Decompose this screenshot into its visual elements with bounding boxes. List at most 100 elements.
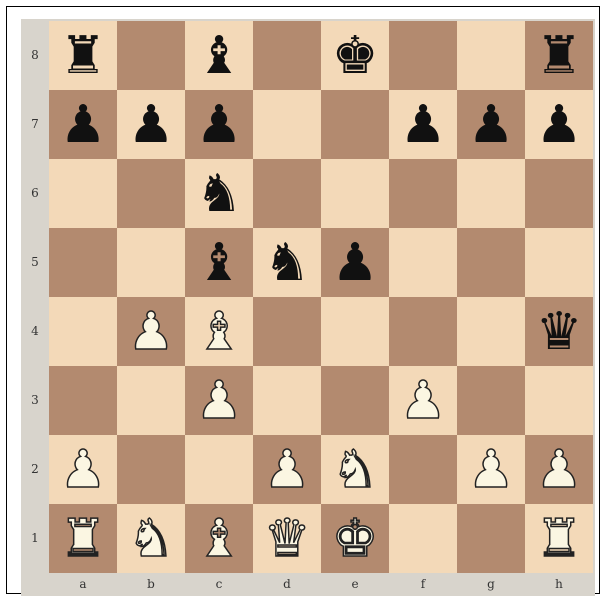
square-h5[interactable] — [525, 228, 593, 297]
square-e4[interactable] — [321, 297, 389, 366]
square-c3[interactable]: ♟ — [185, 366, 253, 435]
white-bishop-icon[interactable]: ♝ — [196, 306, 243, 358]
black-queen-icon[interactable]: ♛ — [536, 306, 583, 358]
black-rook-icon[interactable]: ♜ — [536, 30, 583, 82]
square-a8[interactable]: ♜ — [49, 21, 117, 90]
file-label-f: f — [389, 573, 457, 595]
square-f5[interactable] — [389, 228, 457, 297]
white-rook-icon[interactable]: ♜ — [60, 513, 107, 565]
black-bishop-icon[interactable]: ♝ — [196, 30, 243, 82]
white-king-icon[interactable]: ♚ — [332, 513, 379, 565]
square-h2[interactable]: ♟ — [525, 435, 593, 504]
file-label-h: h — [525, 573, 593, 595]
square-b3[interactable] — [117, 366, 185, 435]
square-e7[interactable] — [321, 90, 389, 159]
black-pawn-icon[interactable]: ♟ — [332, 237, 379, 289]
square-g7[interactable]: ♟ — [457, 90, 525, 159]
file-label-d: d — [253, 573, 321, 595]
white-queen-icon[interactable]: ♛ — [264, 513, 311, 565]
square-e2[interactable]: ♞ — [321, 435, 389, 504]
white-pawn-icon[interactable]: ♟ — [196, 375, 243, 427]
white-pawn-icon[interactable]: ♟ — [60, 444, 107, 496]
square-f8[interactable] — [389, 21, 457, 90]
white-pawn-icon[interactable]: ♟ — [400, 375, 447, 427]
black-rook-icon[interactable]: ♜ — [60, 30, 107, 82]
square-f6[interactable] — [389, 159, 457, 228]
square-f1[interactable] — [389, 504, 457, 573]
black-pawn-icon[interactable]: ♟ — [196, 99, 243, 151]
black-pawn-icon[interactable]: ♟ — [128, 99, 175, 151]
black-pawn-icon[interactable]: ♟ — [468, 99, 515, 151]
square-h3[interactable] — [525, 366, 593, 435]
black-pawn-icon[interactable]: ♟ — [60, 99, 107, 151]
square-g4[interactable] — [457, 297, 525, 366]
square-b5[interactable] — [117, 228, 185, 297]
square-h8[interactable]: ♜ — [525, 21, 593, 90]
square-f7[interactable]: ♟ — [389, 90, 457, 159]
square-g2[interactable]: ♟ — [457, 435, 525, 504]
square-c8[interactable]: ♝ — [185, 21, 253, 90]
white-bishop-icon[interactable]: ♝ — [196, 513, 243, 565]
square-d3[interactable] — [253, 366, 321, 435]
black-pawn-icon[interactable]: ♟ — [536, 99, 583, 151]
square-d2[interactable]: ♟ — [253, 435, 321, 504]
black-knight-icon[interactable]: ♞ — [196, 168, 243, 220]
square-c1[interactable]: ♝ — [185, 504, 253, 573]
square-e1[interactable]: ♚ — [321, 504, 389, 573]
square-d6[interactable] — [253, 159, 321, 228]
white-pawn-icon[interactable]: ♟ — [536, 444, 583, 496]
file-label-a: a — [49, 573, 117, 595]
square-d4[interactable] — [253, 297, 321, 366]
square-e5[interactable]: ♟ — [321, 228, 389, 297]
black-knight-icon[interactable]: ♞ — [264, 237, 311, 289]
white-knight-icon[interactable]: ♞ — [332, 444, 379, 496]
square-g6[interactable] — [457, 159, 525, 228]
square-c7[interactable]: ♟ — [185, 90, 253, 159]
white-pawn-icon[interactable]: ♟ — [264, 444, 311, 496]
square-a2[interactable]: ♟ — [49, 435, 117, 504]
square-b2[interactable] — [117, 435, 185, 504]
square-g5[interactable] — [457, 228, 525, 297]
square-a6[interactable] — [49, 159, 117, 228]
square-a5[interactable] — [49, 228, 117, 297]
square-a7[interactable]: ♟ — [49, 90, 117, 159]
white-pawn-icon[interactable]: ♟ — [128, 306, 175, 358]
square-a4[interactable] — [49, 297, 117, 366]
square-b1[interactable]: ♞ — [117, 504, 185, 573]
square-b7[interactable]: ♟ — [117, 90, 185, 159]
black-king-icon[interactable]: ♚ — [332, 30, 379, 82]
white-pawn-icon[interactable]: ♟ — [468, 444, 515, 496]
square-e6[interactable] — [321, 159, 389, 228]
square-b8[interactable] — [117, 21, 185, 90]
square-f3[interactable]: ♟ — [389, 366, 457, 435]
square-c6[interactable]: ♞ — [185, 159, 253, 228]
square-d7[interactable] — [253, 90, 321, 159]
square-f4[interactable] — [389, 297, 457, 366]
square-d8[interactable] — [253, 21, 321, 90]
square-b4[interactable]: ♟ — [117, 297, 185, 366]
black-pawn-icon[interactable]: ♟ — [400, 99, 447, 151]
square-f2[interactable] — [389, 435, 457, 504]
white-rook-icon[interactable]: ♜ — [536, 513, 583, 565]
square-g1[interactable] — [457, 504, 525, 573]
square-h4[interactable]: ♛ — [525, 297, 593, 366]
black-bishop-icon[interactable]: ♝ — [196, 237, 243, 289]
square-c4[interactable]: ♝ — [185, 297, 253, 366]
square-d5[interactable]: ♞ — [253, 228, 321, 297]
square-g8[interactable] — [457, 21, 525, 90]
square-g3[interactable] — [457, 366, 525, 435]
square-a1[interactable]: ♜ — [49, 504, 117, 573]
square-c5[interactable]: ♝ — [185, 228, 253, 297]
square-d1[interactable]: ♛ — [253, 504, 321, 573]
square-h6[interactable] — [525, 159, 593, 228]
square-a3[interactable] — [49, 366, 117, 435]
square-h7[interactable]: ♟ — [525, 90, 593, 159]
white-knight-icon[interactable]: ♞ — [128, 513, 175, 565]
rank-label-8: 8 — [21, 21, 49, 90]
square-e8[interactable]: ♚ — [321, 21, 389, 90]
square-c2[interactable] — [185, 435, 253, 504]
square-h1[interactable]: ♜ — [525, 504, 593, 573]
square-e3[interactable] — [321, 366, 389, 435]
square-b6[interactable] — [117, 159, 185, 228]
